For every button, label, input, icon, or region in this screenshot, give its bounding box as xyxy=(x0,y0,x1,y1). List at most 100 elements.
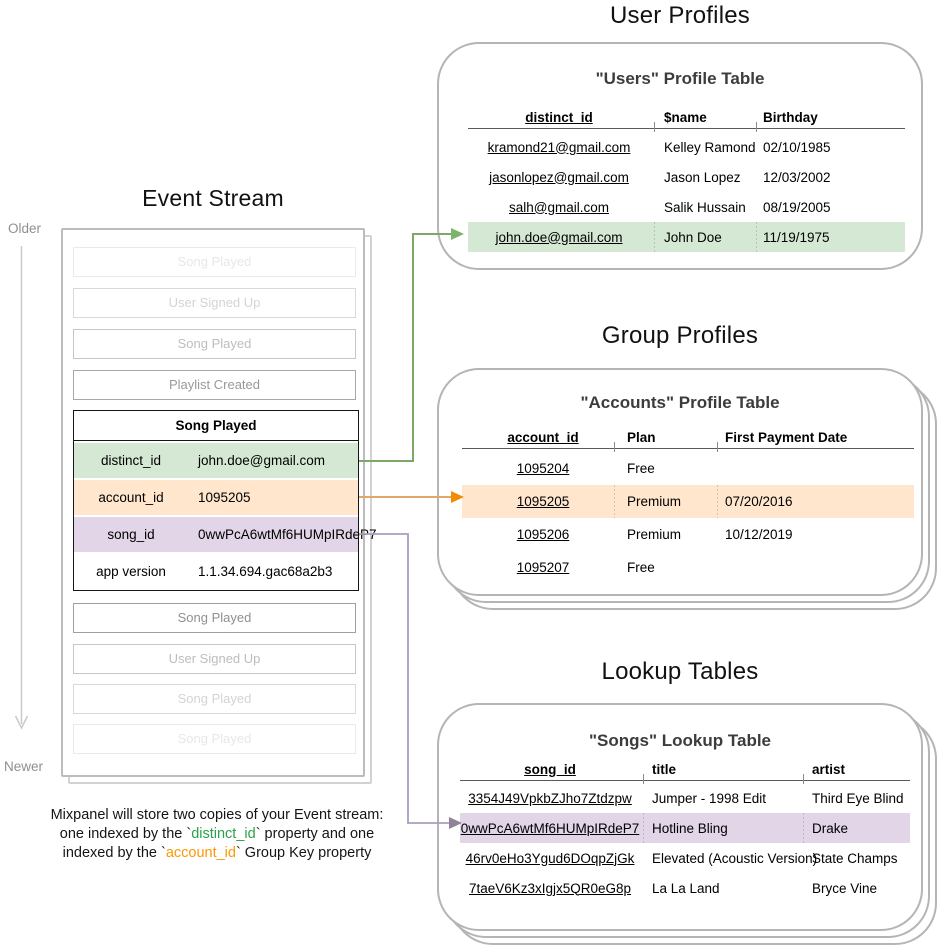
event-prop-song-id: song_id 0wwPcA6wtMf6HUMpIRdeP7 xyxy=(74,517,377,552)
col-header-name: $name xyxy=(664,109,707,125)
column-tick xyxy=(654,122,655,132)
caption-text: indexed by the ` xyxy=(62,845,166,861)
prop-key: app version xyxy=(96,564,166,579)
cell-birthday: 08/19/2005 xyxy=(763,199,831,215)
group-profiles-title: Group Profiles xyxy=(601,322,759,349)
cell-account-id: 1095204 xyxy=(516,461,570,476)
event-prop-distinct-id: distinct_id john.doe@gmail.com xyxy=(74,443,358,478)
column-tick xyxy=(643,774,644,784)
caption-text: one indexed by the ` xyxy=(59,826,192,842)
table-row: 3354J49VpkbZJho7Ztdzpw Jumper - 1998 Edi… xyxy=(460,783,910,813)
event-prop-account-id: account_id 1095205 xyxy=(74,480,358,515)
cell-name: John Doe xyxy=(664,229,722,245)
prop-key: account_id xyxy=(98,490,164,505)
table-row: 1095206 Premium 10/12/2019 xyxy=(462,518,914,551)
prop-key: song_id xyxy=(107,527,155,542)
prop-value: 1.1.34.694.gac68a2b3 xyxy=(198,564,333,579)
event-prop-app-version: app version 1.1.34.694.gac68a2b3 xyxy=(74,554,358,589)
col-header-distinct-id: distinct_id xyxy=(525,109,593,125)
cell-artist: State Champs xyxy=(812,850,898,866)
cell-artist: Third Eye Blind xyxy=(812,790,904,806)
cell-title: La La Land xyxy=(652,880,720,896)
lookup-tables-card: "Songs" Lookup Table song_id title artis… xyxy=(437,703,923,931)
event-item: Song Played xyxy=(73,329,356,359)
cell-plan: Free xyxy=(627,461,655,476)
table-row: salh@gmail.com Salik Hussain 08/19/2005 xyxy=(468,192,905,222)
cell-birthday: 02/10/1985 xyxy=(763,139,831,155)
event-item: Song Played xyxy=(73,603,356,633)
prop-value: 1095205 xyxy=(198,490,251,505)
songs-table: song_id title artist 3354J49VpkbZJho7Ztd… xyxy=(460,758,910,903)
lookup-tables-title: Lookup Tables xyxy=(601,658,759,685)
cell-song-id: 7taeV6Kz3xIgjx5QR0eG8p xyxy=(468,880,632,896)
users-table-title: "Users" Profile Table xyxy=(595,69,765,88)
footnote-caption: Mixpanel will store two copies of your E… xyxy=(0,806,434,863)
group-profiles-card: "Accounts" Profile Table account_id Plan… xyxy=(437,368,923,596)
user-profiles-title: User Profiles xyxy=(610,2,750,29)
cell-distinct-id: kramond21@gmail.com xyxy=(487,139,631,155)
event-item: Song Played xyxy=(73,724,356,754)
column-tick xyxy=(614,442,615,452)
cell-artist: Bryce Vine xyxy=(812,880,878,896)
col-header-artist: artist xyxy=(812,761,846,777)
table-row: 46rv0eHo3Ygud6DOqpZjGk Elevated (Acousti… xyxy=(460,843,910,873)
cell-first-payment-date: 07/20/2016 xyxy=(725,494,793,509)
caption-text: ` property and one xyxy=(255,826,375,842)
event-stream-title: Event Stream xyxy=(142,185,284,211)
cell-birthday: 12/03/2002 xyxy=(763,169,831,185)
cell-account-id: 1095207 xyxy=(516,560,570,575)
cell-name: Salik Hussain xyxy=(664,199,746,215)
cell-plan: Free xyxy=(627,560,655,575)
event-item: Playlist Created xyxy=(73,370,356,400)
caption-line-2: one indexed by the `distinct_id` propert… xyxy=(0,825,434,844)
cell-title: Jumper - 1998 Edit xyxy=(652,790,767,806)
table-row: kramond21@gmail.com Kelley Ramond 02/10/… xyxy=(468,132,905,162)
songs-table-header: song_id title artist xyxy=(460,758,910,784)
cell-first-payment-date: 10/12/2019 xyxy=(725,527,793,542)
caption-line-1: Mixpanel will store two copies of your E… xyxy=(50,807,384,823)
column-tick xyxy=(717,442,718,452)
event-item: Song Played xyxy=(73,684,356,714)
column-tick xyxy=(756,122,757,132)
user-profiles-card: "Users" Profile Table distinct_id $name … xyxy=(437,42,923,270)
caption-account-id: account_id xyxy=(165,845,236,861)
cell-account-id: 1095205 xyxy=(516,494,570,509)
timeline-arrow xyxy=(14,246,29,730)
prop-value: 0wwPcA6wtMf6HUMpIRdeP7 xyxy=(198,527,377,542)
cell-name: Kelley Ramond xyxy=(664,139,756,155)
cell-name: Jason Lopez xyxy=(664,169,741,185)
cell-distinct-id: john.doe@gmail.com xyxy=(495,229,623,245)
cell-distinct-id: salh@gmail.com xyxy=(509,199,609,215)
expanded-event-title: Song Played xyxy=(74,411,358,441)
cell-song-id: 0wwPcA6wtMf6HUMpIRdeP7 xyxy=(460,820,640,836)
expanded-event-card: Song Played distinct_id john.doe@gmail.c… xyxy=(73,410,377,591)
cell-account-id: 1095206 xyxy=(516,527,570,542)
col-header-first-payment-date: First Payment Date xyxy=(725,429,848,445)
caption-distinct-id: distinct_id xyxy=(191,826,256,842)
table-row: 1095207 Free xyxy=(462,551,914,584)
table-row: 1095204 Free xyxy=(462,452,914,485)
users-table: distinct_id $name Birthday kramond21@gma… xyxy=(468,106,905,252)
caption-line-3: indexed by the `account_id` Group Key pr… xyxy=(0,844,434,863)
cell-plan: Premium xyxy=(627,527,682,542)
older-label: Older xyxy=(8,221,42,236)
cell-song-id: 46rv0eHo3Ygud6DOqpZjGk xyxy=(465,850,635,866)
table-row: jasonlopez@gmail.com Jason Lopez 12/03/2… xyxy=(468,162,905,192)
users-table-header: distinct_id $name Birthday xyxy=(468,106,905,132)
col-header-account-id: account_id xyxy=(507,429,579,445)
cell-title: Hotline Bling xyxy=(652,820,728,836)
col-header-title: title xyxy=(652,761,677,777)
column-tick xyxy=(803,774,804,784)
event-item: User Signed Up xyxy=(73,288,356,318)
table-row-highlighted-orange: 1095205 Premium 07/20/2016 xyxy=(462,485,914,518)
cell-song-id: 3354J49VpkbZJho7Ztdzpw xyxy=(468,790,632,806)
prop-key: distinct_id xyxy=(100,453,162,468)
caption-text: ` Group Key property xyxy=(235,845,372,861)
songs-table-title: "Songs" Lookup Table xyxy=(588,731,772,750)
col-header-plan: Plan xyxy=(627,429,656,445)
table-row-highlighted-purple: 0wwPcA6wtMf6HUMpIRdeP7 Hotline Bling Dra… xyxy=(460,813,910,843)
cell-plan: Premium xyxy=(627,494,682,509)
event-item: Song Played xyxy=(73,247,356,277)
table-row-highlighted-green: john.doe@gmail.com John Doe 11/19/1975 xyxy=(468,222,905,252)
accounts-table: account_id Plan First Payment Date 10952… xyxy=(462,426,914,584)
